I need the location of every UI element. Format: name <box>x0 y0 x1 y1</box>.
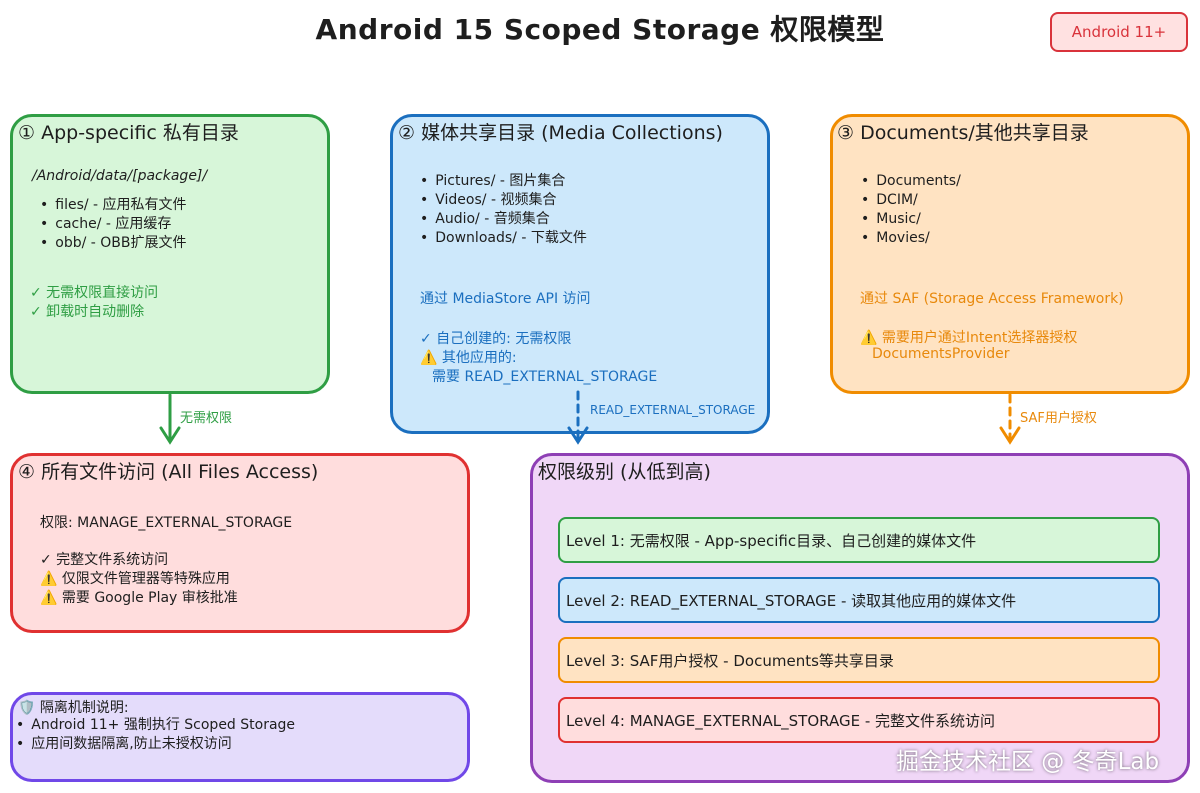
arrow-box1-to-box4 <box>159 393 181 445</box>
media-collections-list: Pictures/ - 图片集合 Videos/ - 视频集合 Audio/ -… <box>420 172 587 248</box>
arrow-label-saf: SAF用户授权 <box>1020 411 1097 426</box>
app-specific-path: /Android/data/[package]/ <box>32 168 208 184</box>
app-specific-list: files/ - 应用私有文件 cache/ - 应用缓存 obb/ - OBB… <box>40 196 187 253</box>
arrow-label-no-permission: 无需权限 <box>180 411 233 426</box>
all-files-permission: 权限: MANAGE_EXTERNAL_STORAGE <box>40 515 293 531</box>
diagram-title: Android 15 Scoped Storage 权限模型 <box>315 13 885 46</box>
list-item: obb/ - OBB扩展文件 <box>40 234 187 253</box>
list-item: Movies/ <box>861 229 961 248</box>
documents-title: ③ Documents/其他共享目录 <box>837 122 1089 144</box>
level-3-row: Level 3: SAF用户授权 - Documents等共享目录 <box>558 637 1160 683</box>
list-item: Downloads/ - 下载文件 <box>420 229 587 248</box>
documents-list: Documents/ DCIM/ Music/ Movies/ <box>861 172 961 248</box>
level-4-row: Level 4: MANAGE_EXTERNAL_STORAGE - 完整文件系… <box>558 697 1160 743</box>
isolation-title: 🛡️ 隔离机制说明: <box>18 700 129 716</box>
media-collections-box <box>390 114 770 434</box>
arrow-box3-to-box5 <box>999 393 1021 445</box>
list-item: Videos/ - 视频集合 <box>420 191 587 210</box>
android-version-badge: Android 11+ <box>1050 12 1188 52</box>
all-files-note-1: ✓ 完整文件系统访问 <box>40 552 169 568</box>
level-1-row: Level 1: 无需权限 - App-specific目录、自己创建的媒体文件 <box>558 517 1160 563</box>
list-item: Music/ <box>861 210 961 229</box>
app-specific-note-2: ✓ 卸载时自动删除 <box>30 304 145 320</box>
all-files-box <box>10 453 470 633</box>
list-item: DCIM/ <box>861 191 961 210</box>
app-specific-box <box>10 114 330 394</box>
watermark: 掘金技术社区 @ 冬奇Lab <box>896 749 1160 775</box>
documents-note-1: ⚠️ 需要用户通过Intent选择器授权 <box>860 330 1078 346</box>
list-item: Pictures/ - 图片集合 <box>420 172 587 191</box>
documents-note-2: DocumentsProvider <box>872 346 1010 362</box>
list-item: Audio/ - 音频集合 <box>420 210 587 229</box>
mediastore-api-note: 通过 MediaStore API 访问 <box>420 291 591 307</box>
media-note-3: 需要 READ_EXTERNAL_STORAGE <box>432 369 658 385</box>
all-files-note-3: ⚠️ 需要 Google Play 审核批准 <box>40 590 238 606</box>
list-item: files/ - 应用私有文件 <box>40 196 186 215</box>
documents-box <box>830 114 1190 394</box>
permission-levels-title: 权限级别 (从低到高) <box>538 461 711 483</box>
list-item: cache/ - 应用缓存 <box>40 215 187 234</box>
saf-api-note: 通过 SAF (Storage Access Framework) <box>860 291 1124 307</box>
media-note-2: ⚠️ 其他应用的: <box>420 350 517 366</box>
list-item: Documents/ <box>861 172 961 191</box>
app-specific-title: ① App-specific 私有目录 <box>18 122 239 144</box>
list-item: Android 11+ 强制执行 Scoped Storage <box>16 716 295 735</box>
arrow-label-read-storage: READ_EXTERNAL_STORAGE <box>590 403 756 417</box>
all-files-title: ④ 所有文件访问 (All Files Access) <box>18 461 319 483</box>
app-specific-note-1: ✓ 无需权限直接访问 <box>30 285 159 301</box>
media-collections-title: ② 媒体共享目录 (Media Collections) <box>398 122 723 144</box>
media-note-1: ✓ 自己创建的: 无需权限 <box>420 331 572 347</box>
list-item: 应用间数据隔离,防止未授权访问 <box>16 735 295 754</box>
all-files-note-2: ⚠️ 仅限文件管理器等特殊应用 <box>40 571 230 587</box>
isolation-list: Android 11+ 强制执行 Scoped Storage 应用间数据隔离,… <box>16 716 295 754</box>
level-2-row: Level 2: READ_EXTERNAL_STORAGE - 读取其他应用的… <box>558 577 1160 623</box>
